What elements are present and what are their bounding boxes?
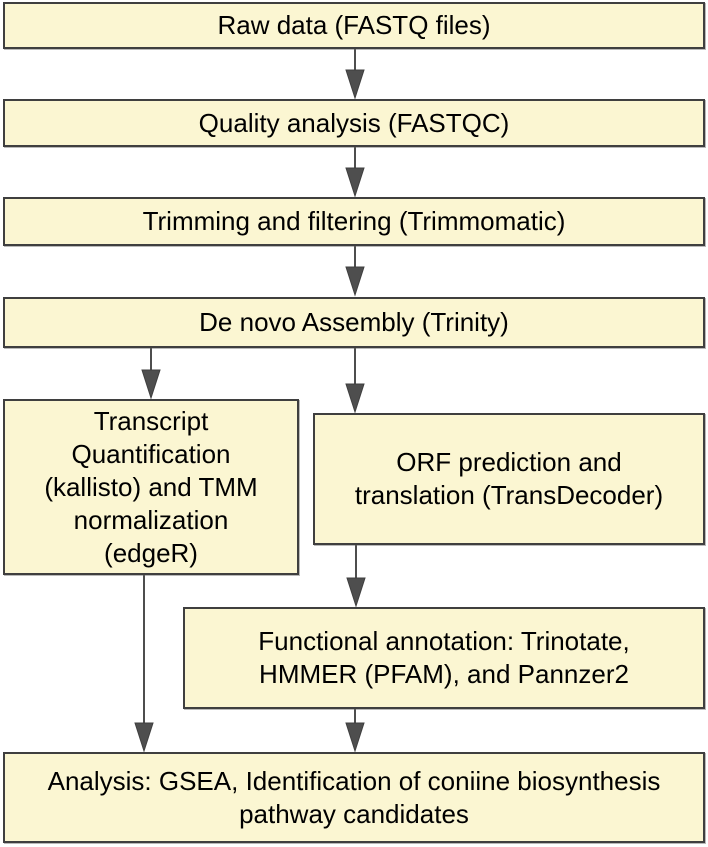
arrow-assembly-to-orf (345, 348, 365, 414)
node-orf-prediction: ORF prediction and translation (TransDec… (313, 413, 705, 545)
node-functional-annotation: Functional annotation: Trinotate, HMMER … (183, 607, 705, 709)
node-de-novo-assembly: De novo Assembly (Trinity) (3, 297, 705, 348)
node-label-line: ORF prediction and (396, 447, 622, 477)
node-label-line: pathway candidates (239, 798, 469, 829)
node-analysis-gsea: Analysis: GSEA, Identification of coniin… (3, 752, 705, 843)
node-label-line: normalization (73, 504, 229, 535)
arrow-orf-to-functional (346, 545, 366, 608)
node-transcript-quantification: Transcript Quantification (kallisto) and… (3, 399, 299, 575)
node-label: Raw data (FASTQ files) (217, 10, 491, 40)
arrow-raw-to-quality (345, 49, 365, 100)
node-quality-analysis: Quality analysis (FASTQC) (3, 99, 705, 147)
node-label-line: Quantification (71, 438, 231, 469)
node-label-line: Functional annotation: Trinotate, (258, 626, 630, 656)
node-label-line: Transcript (93, 405, 209, 436)
arrow-assembly-to-transcript (141, 348, 161, 400)
node-label: Quality analysis (FASTQC) (198, 107, 510, 138)
node-label-line: (edgeR) (104, 537, 198, 568)
arrow-functional-to-analysis (345, 709, 365, 753)
node-label-line: translation (TransDecoder) (354, 480, 664, 510)
node-label: Trimming and filtering (Trimmomatic) (142, 206, 566, 236)
node-label-line: HMMER (PFAM), and Pannzer2 (259, 659, 629, 689)
arrow-trimming-to-assembly (345, 246, 365, 297)
node-label-line: (kallisto) and TMM (44, 471, 258, 502)
arrow-quality-to-trimming (345, 147, 365, 198)
node-trimming-filtering: Trimming and filtering (Trimmomatic) (3, 197, 705, 246)
node-raw-data: Raw data (FASTQ files) (3, 2, 705, 49)
arrow-transcript-to-analysis (134, 575, 154, 753)
node-label-line: Analysis: GSEA, Identification of coniin… (47, 765, 661, 796)
node-label: De novo Assembly (Trinity) (199, 307, 509, 337)
